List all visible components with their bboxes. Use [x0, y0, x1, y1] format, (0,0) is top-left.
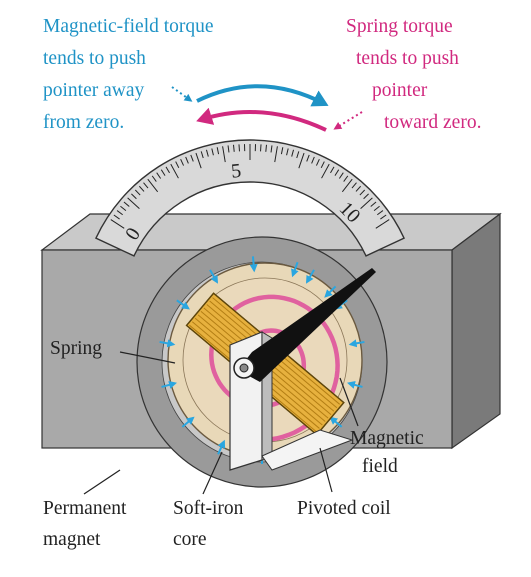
magnetic-field-label-line-1: Magnetic — [350, 426, 424, 451]
spring-torque-caption-line-1: Spring torque — [346, 14, 453, 39]
soft-iron-core-label-line-2: core — [173, 527, 207, 552]
spring-torque-caption-line-2: tends to push — [356, 46, 459, 71]
magnetic-torque-caption-line-2: tends to push — [43, 46, 146, 71]
spring-label: Spring — [50, 336, 102, 361]
magnetic-torque-caption-line-3: pointer away — [43, 78, 144, 103]
magnetic-torque-caption-line-1: Magnetic-field torque — [43, 14, 214, 39]
permanent-magnet-leader — [84, 470, 120, 494]
magnetic-torque-caption-line-4: from zero. — [43, 110, 124, 135]
scale-tick — [234, 145, 235, 152]
spring-torque-caption-line-3: pointer — [372, 78, 427, 103]
magnetic-caption-pointer — [172, 87, 190, 100]
magnetic-field-label-line-2: field — [362, 454, 398, 479]
spring-torque-arrow — [200, 112, 326, 130]
permanent-magnet-label-line-1: Permanent — [43, 496, 126, 521]
magnetic-torque-arrow — [197, 86, 325, 104]
spring-torque-caption-line-4: toward zero. — [384, 110, 481, 135]
spring-caption-pointer — [336, 112, 362, 128]
soft-iron-core-label-line-1: Soft-iron — [173, 496, 243, 521]
permanent-magnet-label-line-2: magnet — [43, 527, 100, 552]
scale-tick — [266, 145, 267, 152]
pivoted-coil-label: Pivoted coil — [297, 496, 391, 521]
field-arrow — [253, 256, 254, 270]
